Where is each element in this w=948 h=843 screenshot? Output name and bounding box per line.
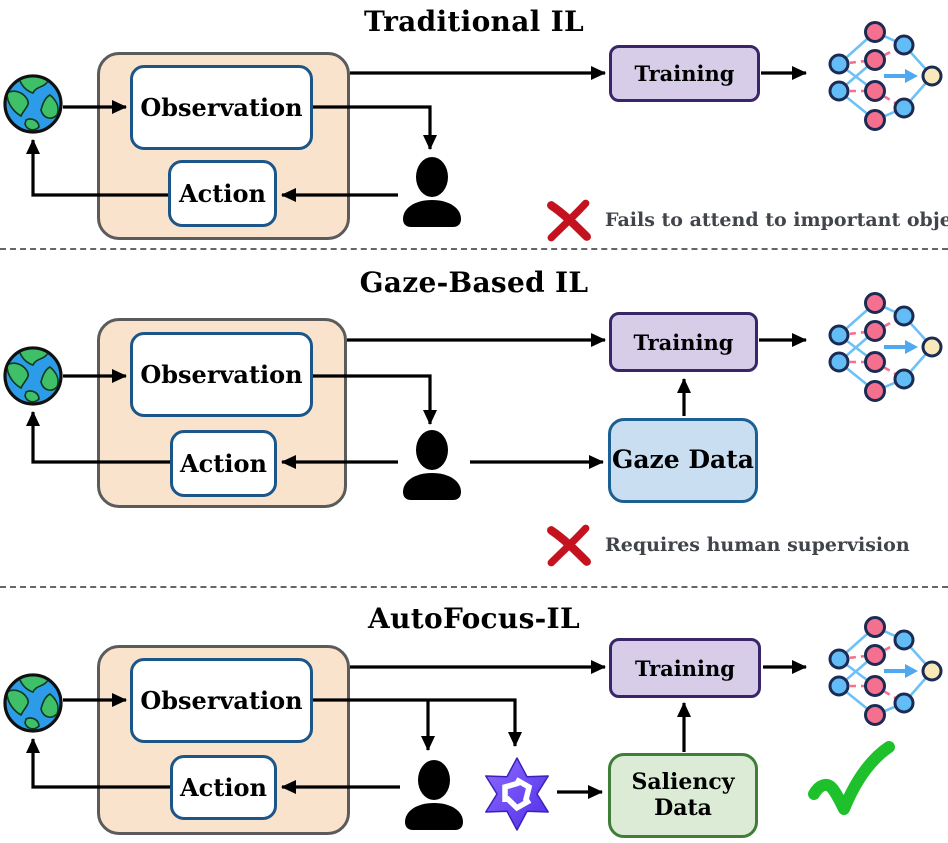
saliency-data-box: Saliency Data bbox=[608, 753, 758, 838]
earth-icon bbox=[5, 675, 61, 731]
panel-divider-1 bbox=[0, 248, 948, 250]
training-box-3: Training bbox=[609, 638, 761, 698]
action-box-1: Action bbox=[168, 160, 277, 227]
note-text: Requires human supervision bbox=[605, 534, 910, 556]
check-mark-icon bbox=[808, 741, 895, 815]
panel-title-autofocus: AutoFocus-IL bbox=[368, 602, 580, 635]
neural-network-icon bbox=[828, 20, 943, 132]
person-icon bbox=[405, 760, 463, 830]
vlm-model-icon bbox=[486, 758, 548, 830]
training-box-1: Training bbox=[609, 45, 760, 102]
observation-box-3: Observation bbox=[130, 658, 313, 743]
earth-icon bbox=[5, 76, 61, 132]
panel-title-traditional: Traditional IL bbox=[363, 5, 585, 38]
action-box-3: Action bbox=[170, 755, 277, 820]
observation-box-1: Observation bbox=[130, 65, 313, 150]
panel-title-gaze-based: Gaze-Based IL bbox=[359, 266, 589, 299]
success-note-autofocus bbox=[806, 738, 896, 830]
note-text: Fails to attend to important objects bbox=[605, 209, 948, 231]
earth-icon bbox=[5, 348, 61, 404]
panel-divider-2 bbox=[0, 586, 948, 588]
note-traditional: Fails to attend to important objects bbox=[546, 198, 948, 242]
observation-box-2: Observation bbox=[130, 332, 313, 417]
x-mark-icon bbox=[547, 199, 591, 242]
x-mark-icon bbox=[547, 524, 591, 567]
gaze-data-box: Gaze Data bbox=[608, 418, 758, 503]
action-box-2: Action bbox=[170, 430, 277, 497]
person-icon bbox=[403, 430, 461, 500]
note-gaze-based: Requires human supervision bbox=[546, 523, 910, 567]
person-icon bbox=[403, 157, 461, 227]
neural-network-icon bbox=[828, 291, 943, 403]
training-box-2: Training bbox=[609, 312, 758, 372]
